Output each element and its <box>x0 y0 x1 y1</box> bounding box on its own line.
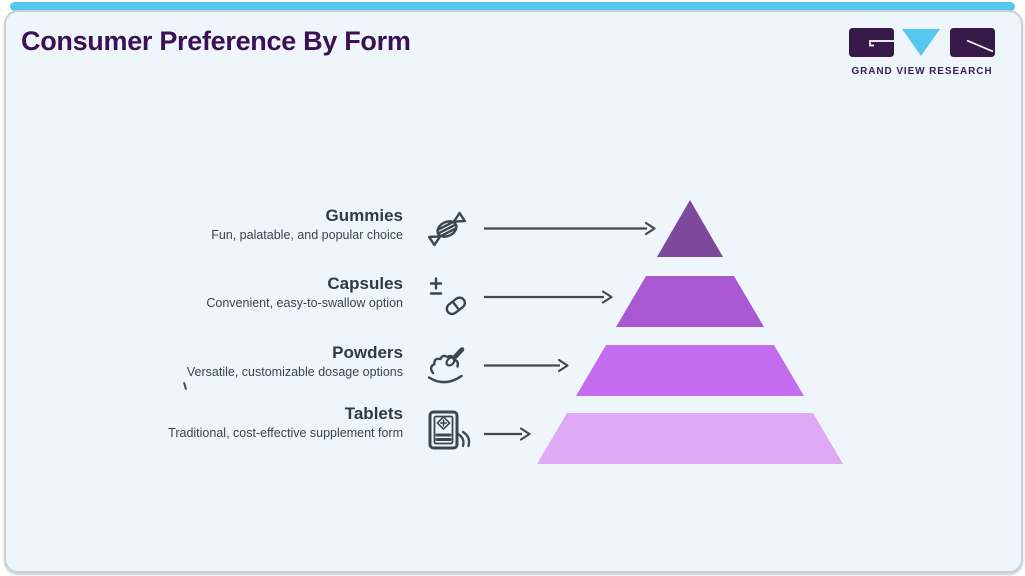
pyramid-level-capsules <box>616 276 764 327</box>
item-description: Fun, palatable, and popular choice <box>211 228 403 242</box>
powder-scoop-icon <box>421 341 471 396</box>
logo-g-block <box>849 28 894 57</box>
item-row-gummies: Gummies Fun, palatable, and popular choi… <box>123 205 403 243</box>
item-description: Convenient, easy-to-swallow option <box>206 296 403 310</box>
item-description: Versatile, customizable dosage options <box>186 365 403 379</box>
brand-logo: GRAND VIEW RESEARCH <box>849 28 995 77</box>
item-title: Powders <box>332 343 403 362</box>
logo-r-mark <box>966 39 994 53</box>
content-card <box>4 10 1023 573</box>
item-title: Gummies <box>325 206 403 225</box>
item-row-powders: Powders Versatile, customizable dosage o… <box>123 342 403 380</box>
top-accent-bar <box>10 2 1015 11</box>
gvr-logo-icon <box>849 28 995 57</box>
candy-icon <box>421 206 473 257</box>
pyramid-level-tablets <box>537 413 843 464</box>
logo-v-triangle <box>902 29 940 56</box>
item-row-capsules: Capsules Convenient, easy-to-swallow opt… <box>123 273 403 311</box>
logo-g-mark <box>869 40 894 47</box>
item-title: Tablets <box>344 404 403 423</box>
pyramid-level-gummies <box>657 200 723 257</box>
pyramid-level-powders <box>576 345 804 396</box>
item-description: Traditional, cost-effective supplement f… <box>168 426 403 440</box>
page-title: Consumer Preference By Form <box>21 26 411 56</box>
tablet-bottle-icon <box>425 407 473 464</box>
item-title: Capsules <box>327 274 403 293</box>
capsule-icon <box>427 275 473 326</box>
item-row-tablets: Tablets Traditional, cost-effective supp… <box>167 403 403 441</box>
brand-name: GRAND VIEW RESEARCH <box>851 66 993 77</box>
